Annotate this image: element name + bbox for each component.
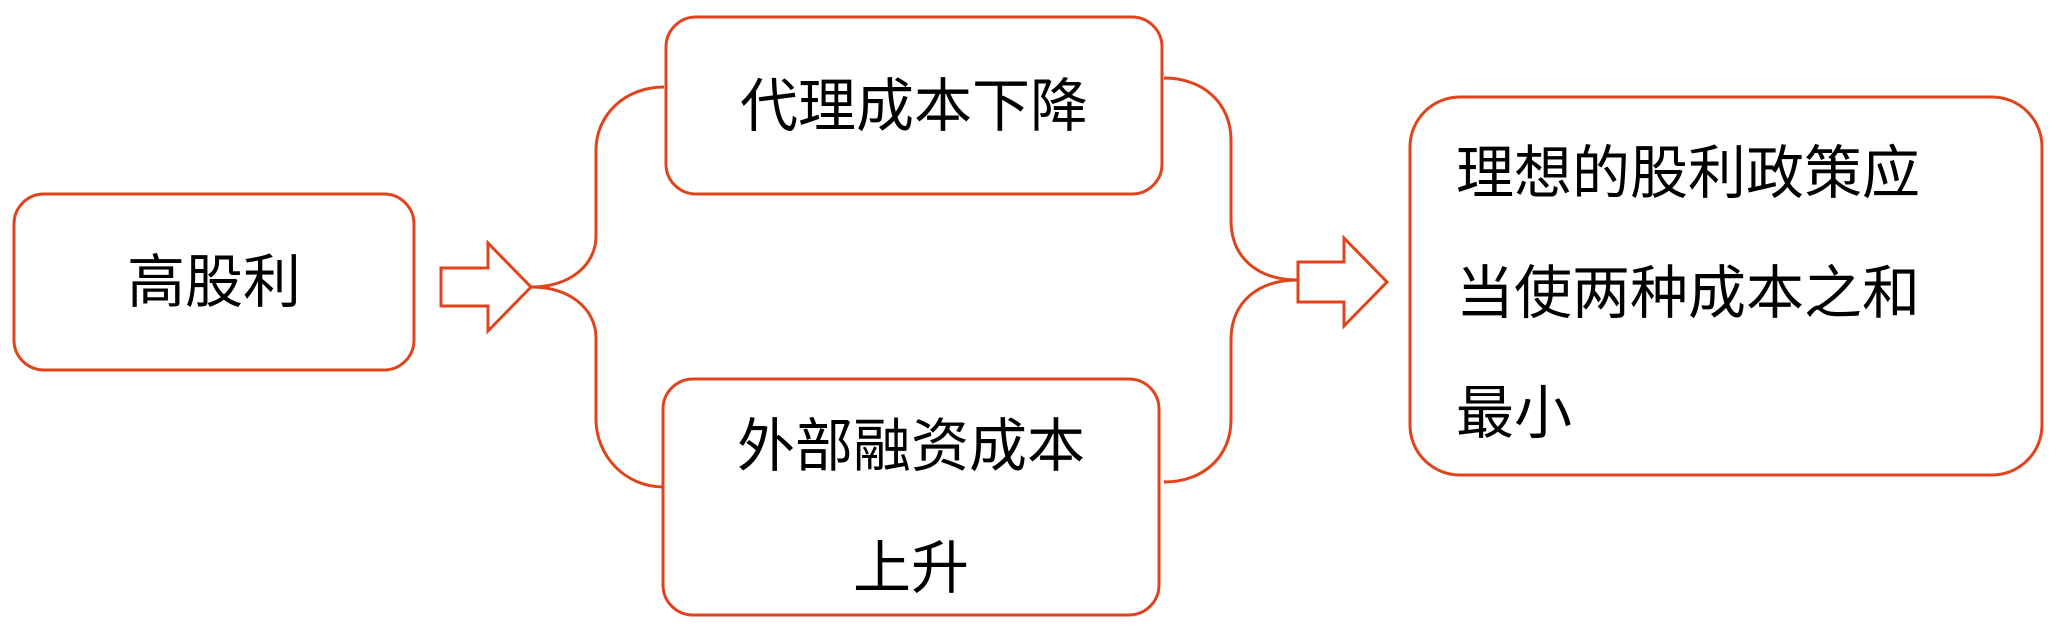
node-financing-cost: 外部融资成本 上升 xyxy=(661,377,1161,617)
split-connector xyxy=(530,85,665,289)
node-ideal-policy-line-3: 最小 xyxy=(1456,379,1572,447)
node-high-dividend: 高股利 xyxy=(12,192,416,372)
merge-connector xyxy=(1163,76,1299,282)
node-agency-cost-label: 代理成本下降 xyxy=(740,72,1088,140)
node-high-dividend-label: 高股利 xyxy=(127,248,301,316)
node-agency-cost: 代理成本下降 xyxy=(664,15,1164,196)
node-financing-cost-line-2: 上升 xyxy=(853,534,969,602)
arrow-right-icon xyxy=(1296,234,1390,330)
node-ideal-policy-line-1: 理想的股利政策应 xyxy=(1456,139,1920,207)
node-ideal-policy-line-2: 当使两种成本之和 xyxy=(1456,259,1920,327)
node-financing-cost-line-1: 外部融资成本 xyxy=(737,412,1085,480)
arrow-right-icon xyxy=(439,239,534,335)
merge-connector xyxy=(1163,278,1299,484)
node-ideal-policy: 理想的股利政策应 当使两种成本之和 最小 xyxy=(1408,95,2044,477)
split-connector xyxy=(530,285,665,489)
